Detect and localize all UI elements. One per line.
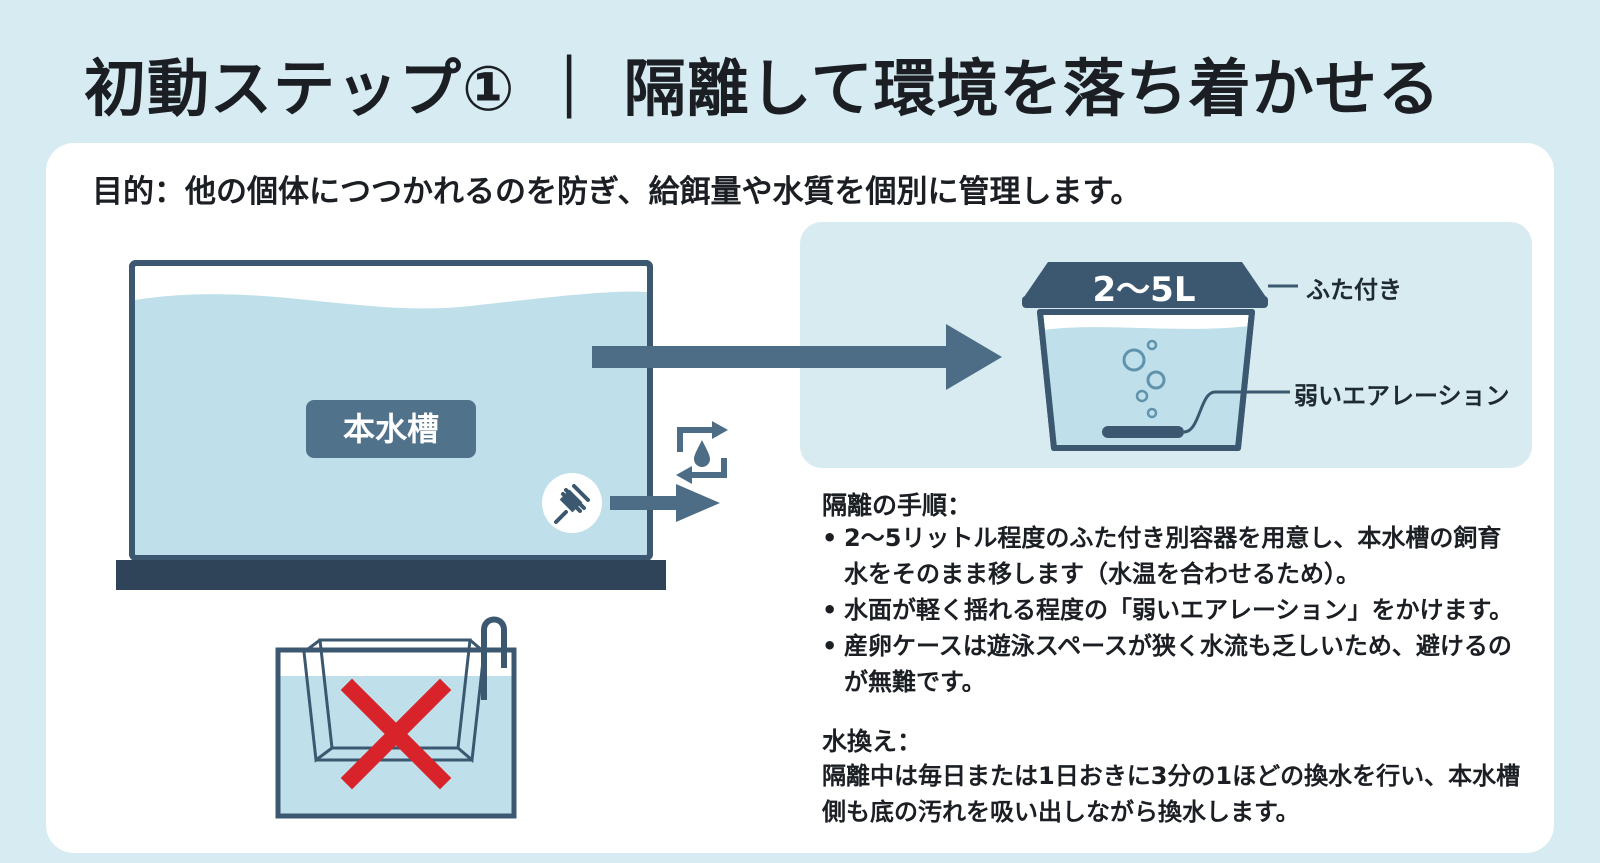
main-tank-label: 本水槽 [306, 400, 476, 458]
list-item: 2〜5リットル程度のふた付き別容器を用意し、本水槽の飼育水をそのまま移します（水… [822, 520, 1522, 592]
purpose-text: 目的：他の個体につつかれるのを防ぎ、給餌量や水質を個別に管理します。 [92, 174, 1142, 210]
list-item: 水面が軽く揺れる程度の「弱いエアレーション」をかけます。 [822, 592, 1522, 628]
isolation-container [1022, 262, 1298, 451]
breeding-case [275, 616, 517, 819]
page-title: 初動ステップ① ｜ 隔離して環境を落ち着かせる [84, 52, 1441, 125]
cross-icon [340, 678, 452, 790]
lid-callout: ふた付き [1306, 276, 1402, 304]
water-cycle-icon [676, 421, 728, 484]
aeration-callout: 弱いエアレーション [1294, 382, 1510, 410]
water-change-text: 隔離中は毎日または1日おきに3分の1ほどの換水を行い、本水槽側も底の汚れを吸い出… [822, 762, 1521, 826]
container-capacity: 2〜5L [1092, 270, 1196, 310]
list-item: 産卵ケースは遊泳スペースが狭く水流も乏しいため、避けるのが無難です。 [822, 628, 1522, 700]
procedure-heading: 隔離の手順： [822, 491, 973, 520]
plug-icon [542, 473, 602, 533]
procedure-list: 2〜5リットル程度のふた付き別容器を用意し、本水槽の飼育水をそのまま移します（水… [822, 520, 1522, 700]
arrow-right-icon [592, 324, 1002, 390]
bubbles-icon [1122, 339, 1166, 419]
water-change-heading: 水換え： [822, 727, 923, 756]
outflow-arrow-icon [610, 484, 720, 522]
